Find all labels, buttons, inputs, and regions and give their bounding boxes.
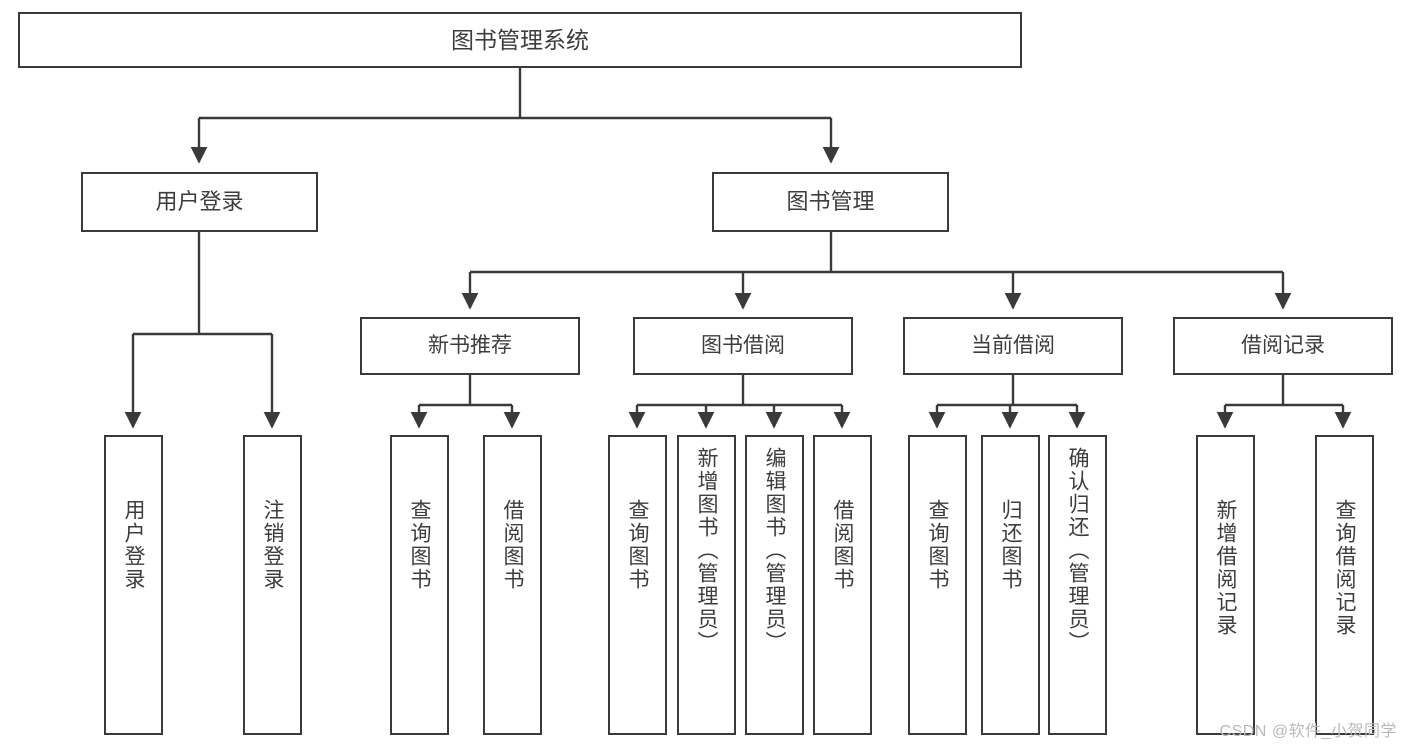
leaf-current-confirm-return-label: 确认归还（管理员） [1066,447,1089,654]
leaf-current-query-book-label: 查询图书 [926,499,949,591]
leaf-borrow-borrow-book-label: 借阅图书 [831,499,854,591]
leaf-borrow-edit-book[interactable]: 编辑图书（管理员） [745,435,804,735]
leaf-new-book-borrow[interactable]: 借阅图书 [483,435,542,735]
node-current-borrow[interactable]: 当前借阅 [903,317,1123,375]
leaf-borrow-query-book[interactable]: 查询图书 [608,435,667,735]
leaf-current-return-book[interactable]: 归还图书 [981,435,1040,735]
leaf-borrow-add-book[interactable]: 新增图书（管理员） [677,435,736,735]
leaf-user-login-signout[interactable]: 注销登录 [243,435,302,735]
leaf-current-query-book[interactable]: 查询图书 [908,435,967,735]
node-root-label: 图书管理系统 [451,26,589,53]
node-book-borrow-label: 图书借阅 [701,333,785,357]
leaf-new-book-query[interactable]: 查询图书 [390,435,449,735]
node-new-book-recommend[interactable]: 新书推荐 [360,317,580,375]
leaf-record-add-label: 新增借阅记录 [1214,499,1237,637]
node-user-login[interactable]: 用户登录 [81,172,318,232]
node-borrow-record[interactable]: 借阅记录 [1173,317,1393,375]
leaf-borrow-query-book-label: 查询图书 [626,499,649,591]
leaf-new-book-query-label: 查询图书 [408,499,431,591]
leaf-borrow-edit-book-label: 编辑图书（管理员） [763,447,786,654]
leaf-user-login-signin[interactable]: 用户登录 [104,435,163,735]
node-user-login-label: 用户登录 [155,189,244,215]
node-book-management-label: 图书管理 [786,189,875,215]
leaf-borrow-borrow-book[interactable]: 借阅图书 [813,435,872,735]
leaf-current-confirm-return[interactable]: 确认归还（管理员） [1048,435,1107,735]
leaf-record-add[interactable]: 新增借阅记录 [1196,435,1255,735]
node-book-borrow[interactable]: 图书借阅 [633,317,853,375]
node-borrow-record-label: 借阅记录 [1241,333,1325,357]
leaf-new-book-borrow-label: 借阅图书 [501,499,524,591]
leaf-borrow-add-book-label: 新增图书（管理员） [695,447,718,654]
leaf-current-return-book-label: 归还图书 [999,499,1022,591]
leaf-record-query[interactable]: 查询借阅记录 [1315,435,1374,735]
leaf-record-query-label: 查询借阅记录 [1333,499,1356,637]
node-current-borrow-label: 当前借阅 [971,333,1055,357]
node-book-management[interactable]: 图书管理 [712,172,949,232]
leaf-user-login-signout-label: 注销登录 [261,499,284,591]
csdn-watermark: CSDN @软件_小贺同学 [1219,723,1397,740]
node-root[interactable]: 图书管理系统 [18,12,1022,68]
leaf-user-login-signin-label: 用户登录 [122,499,145,591]
node-new-book-recommend-label: 新书推荐 [428,333,512,357]
